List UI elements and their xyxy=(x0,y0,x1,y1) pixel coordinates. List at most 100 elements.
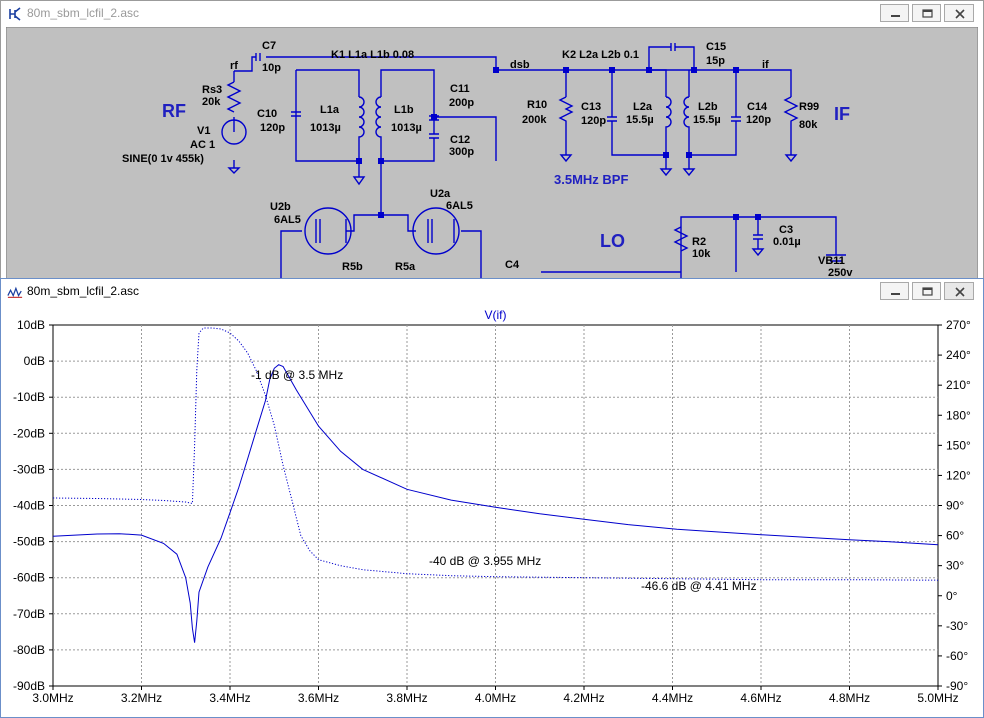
y-left-tick-label: 10dB xyxy=(17,318,45,332)
y-right-tick-label: 0° xyxy=(946,589,958,603)
c7-name: C7 xyxy=(262,40,276,52)
vb11-name: VB11 xyxy=(818,255,845,267)
c14-val: 120p xyxy=(746,114,771,126)
y-right-tick-label: -30° xyxy=(946,619,968,633)
c3-val: 0.01µ xyxy=(773,236,801,248)
x-tick-label: 5.0MHz xyxy=(917,691,958,705)
l1a-name: L1a xyxy=(320,104,340,116)
c10-name: C10 xyxy=(257,108,277,120)
l1b-name: L1b xyxy=(394,104,414,116)
net-rf: rf xyxy=(230,60,238,72)
plot-minimize-button[interactable] xyxy=(880,282,909,300)
net-if: if xyxy=(762,59,769,71)
waveform-viewer-icon xyxy=(7,286,23,298)
r5a-name: R5a xyxy=(395,261,416,273)
schematic-title: 80m_sbm_lcfil_2.asc xyxy=(27,6,140,20)
u2b-val: 6AL5 xyxy=(274,214,301,226)
schematic-close-button[interactable] xyxy=(944,4,974,22)
annotation-text: -40 dB @ 3.955 MHz xyxy=(429,554,541,568)
y-right-tick-label: 60° xyxy=(946,529,964,543)
r2-val: 10k xyxy=(692,248,711,260)
c11-name: C11 xyxy=(450,83,470,95)
x-tick-label: 4.0MHz xyxy=(475,691,516,705)
c12-name: C12 xyxy=(450,134,470,146)
schematic-restore-button[interactable] xyxy=(912,4,941,22)
l1b-val: 1013µ xyxy=(391,122,422,134)
plot-titlebar[interactable]: 80m_sbm_lcfil_2.asc xyxy=(1,279,983,305)
y-left-tick-label: -90dB xyxy=(13,679,45,693)
plot-restore-button[interactable] xyxy=(912,282,941,300)
c12-val: 300p xyxy=(449,146,474,158)
schematic-canvas[interactable]: RF IF LO 3.5MHz BPF K1 L1a L1b 0.08 K2 L… xyxy=(6,27,978,279)
r99-val: 80k xyxy=(799,119,818,131)
schematic-minimize-button[interactable] xyxy=(880,4,909,22)
y-right-tick-label: 30° xyxy=(946,559,964,573)
x-tick-label: 3.6MHz xyxy=(298,691,339,705)
y-right-tick-label: 150° xyxy=(946,438,971,452)
y-left-tick-label: -80dB xyxy=(13,643,45,657)
y-left-tick-label: 0dB xyxy=(24,354,45,368)
plot-close-button[interactable] xyxy=(944,282,974,300)
minimize-icon xyxy=(891,15,900,17)
label-k2: K2 L2a L2b 0.1 xyxy=(562,49,639,61)
schematic-window[interactable]: 80m_sbm_lcfil_2.asc xyxy=(0,0,984,280)
c15-val: 15p xyxy=(706,55,725,67)
x-tick-label: 3.0MHz xyxy=(32,691,73,705)
phase-trace[interactable] xyxy=(52,327,939,581)
y-right-tick-label: 120° xyxy=(946,468,971,482)
minimize-icon xyxy=(891,293,900,295)
x-tick-label: 3.8MHz xyxy=(386,691,427,705)
l1a-val: 1013µ xyxy=(310,122,341,134)
label-rf-big: RF xyxy=(162,101,186,121)
v1-name: V1 xyxy=(197,125,210,137)
label-bpf: 3.5MHz BPF xyxy=(554,172,628,187)
c4-name: C4 xyxy=(505,259,520,271)
y-right-tick-label: 210° xyxy=(946,378,971,392)
y-left-tick-label: -70dB xyxy=(13,607,45,621)
u2a-val: 6AL5 xyxy=(446,200,473,212)
c13-val: 120p xyxy=(581,115,606,127)
c13-name: C13 xyxy=(581,101,601,113)
r10-val: 200k xyxy=(522,114,547,126)
u2b-name: U2b xyxy=(270,201,291,213)
label-lo-big: LO xyxy=(600,231,625,251)
c3-name: C3 xyxy=(779,224,793,236)
c15-name: C15 xyxy=(706,41,726,53)
y-left-tick-label: -50dB xyxy=(13,535,45,549)
c7-val: 10p xyxy=(262,62,281,74)
y-right-tick-label: -60° xyxy=(946,649,968,663)
r10-name: R10 xyxy=(527,99,547,111)
c14-name: C14 xyxy=(747,101,768,113)
x-tick-label: 4.4MHz xyxy=(652,691,693,705)
x-tick-label: 4.8MHz xyxy=(829,691,870,705)
vb11-val: 250v xyxy=(828,267,853,279)
y-left-tick-label: -20dB xyxy=(13,426,45,440)
ltspice-schematic-icon xyxy=(9,7,21,21)
plot-title: 80m_sbm_lcfil_2.asc xyxy=(27,284,140,298)
x-tick-label: 3.2MHz xyxy=(121,691,162,705)
l2a-name: L2a xyxy=(633,101,653,113)
y-right-tick-label: 240° xyxy=(946,348,971,362)
y-left-tick-label: -10dB xyxy=(13,390,45,404)
x-tick-label: 4.6MHz xyxy=(740,691,781,705)
label-k1: K1 L1a L1b 0.08 xyxy=(331,49,414,61)
u2a-name: U2a xyxy=(430,188,451,200)
x-tick-label: 4.2MHz xyxy=(563,691,604,705)
y-left-tick-label: -30dB xyxy=(13,462,45,476)
y-right-tick-label: 270° xyxy=(946,318,971,332)
schematic-titlebar[interactable]: 80m_sbm_lcfil_2.asc xyxy=(1,1,983,27)
y-right-tick-label: 90° xyxy=(946,499,964,513)
restore-icon xyxy=(922,9,933,18)
rs3-name: Rs3 xyxy=(202,84,222,96)
label-if-big: IF xyxy=(834,104,850,124)
x-tick-label: 3.4MHz xyxy=(209,691,250,705)
magnitude-trace[interactable] xyxy=(52,364,939,643)
close-icon xyxy=(955,9,965,19)
l2b-name: L2b xyxy=(698,101,718,113)
r99-name: R99 xyxy=(799,101,819,113)
trace-title[interactable]: V(if) xyxy=(485,308,507,322)
y-left-tick-label: -40dB xyxy=(13,499,45,513)
plot-canvas[interactable]: 3.0MHz 3.2MHz 3.4MHz 3.6MHz 3.8MHz 4.0MHz 4.2M… xyxy=(1,305,983,717)
y-right-tick-label: 180° xyxy=(946,408,971,422)
